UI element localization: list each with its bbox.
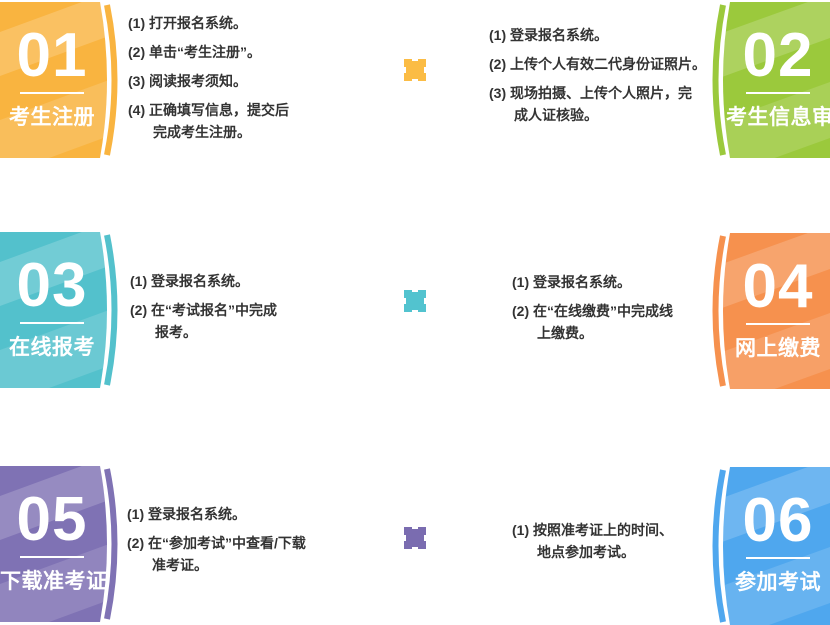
step-list-04: (1) 登录报名系统。 (2) 在“在线缴费”中完成线 上缴费。 bbox=[512, 271, 673, 351]
step-underline bbox=[20, 322, 84, 324]
step-block-02: 02 考生信息审核 bbox=[697, 2, 830, 158]
connector-square-icon bbox=[404, 290, 426, 312]
step-list-05: (1) 登录报名系统。 (2) 在“参加考试”中查看/下载 准考证。 bbox=[127, 503, 306, 583]
step-item: (2) 在“参加考试”中查看/下载 准考证。 bbox=[127, 535, 306, 573]
step-underline bbox=[20, 556, 84, 558]
step-list-06: (1) 按照准考证上的时间、 地点参加考试。 bbox=[512, 519, 673, 570]
step-block-06: 06 参加考试 bbox=[697, 467, 830, 625]
step-label: 下载准考证 bbox=[0, 570, 108, 593]
step-item: (1) 登录报名系统。 bbox=[512, 274, 631, 290]
step-item: (1) 登录报名系统。 bbox=[127, 506, 246, 522]
step-block-04: 04 网上缴费 bbox=[697, 233, 830, 389]
step-number: 02 bbox=[742, 21, 814, 90]
step-list-01: (1) 打开报名系统。 (2) 单击“考生注册”。 (3) 阅读报考须知。 (4… bbox=[128, 12, 289, 150]
step-number: 05 bbox=[16, 485, 88, 554]
connector-square-icon bbox=[404, 527, 426, 549]
step-label: 考生注册 bbox=[9, 106, 95, 129]
step-label: 在线报考 bbox=[9, 336, 95, 359]
step-number: 06 bbox=[742, 486, 814, 555]
step-item: (2) 在“在线缴费”中完成线 上缴费。 bbox=[512, 303, 673, 341]
step-block-05: 05 下载准考证 bbox=[0, 466, 120, 622]
step-block-shape bbox=[712, 233, 830, 389]
step-underline bbox=[746, 92, 810, 94]
step-block-shape bbox=[0, 466, 118, 622]
step-item: (1) 登录报名系统。 bbox=[489, 27, 608, 43]
step-block-shape bbox=[0, 232, 118, 388]
step-item: (3) 现场拍摄、上传个人照片，完 成人证核验。 bbox=[489, 85, 692, 123]
step-item: (1) 登录报名系统。 bbox=[130, 273, 249, 289]
step-label: 考生信息审核 bbox=[726, 106, 830, 129]
step-block-03: 03 在线报考 bbox=[0, 232, 120, 388]
step-underline bbox=[746, 323, 810, 325]
step-item: (1) 按照准考证上的时间、 地点参加考试。 bbox=[512, 522, 673, 560]
step-item: (3) 阅读报考须知。 bbox=[128, 73, 247, 89]
step-number: 04 bbox=[742, 252, 814, 321]
step-list-03: (1) 登录报名系统。 (2) 在“考试报名”中完成 报考。 bbox=[130, 270, 277, 350]
step-underline bbox=[746, 557, 810, 559]
step-item: (2) 单击“考生注册”。 bbox=[128, 44, 261, 60]
step-block-shape bbox=[0, 2, 118, 158]
step-list-02: (1) 登录报名系统。 (2) 上传个人有效二代身份证照片。 (3) 现场拍摄、… bbox=[489, 24, 706, 133]
step-item: (2) 上传个人有效二代身份证照片。 bbox=[489, 56, 706, 72]
step-block-01: 01 考生注册 bbox=[0, 2, 120, 158]
step-block-shape bbox=[712, 2, 830, 158]
step-item: (2) 在“考试报名”中完成 报考。 bbox=[130, 302, 277, 340]
step-number: 03 bbox=[16, 251, 88, 320]
step-item: (1) 打开报名系统。 bbox=[128, 15, 247, 31]
step-label: 网上缴费 bbox=[735, 337, 821, 360]
step-underline bbox=[20, 92, 84, 94]
step-item: (4) 正确填写信息，提交后 完成考生注册。 bbox=[128, 102, 289, 140]
step-block-shape bbox=[712, 467, 830, 625]
connector-square-icon bbox=[404, 59, 426, 81]
step-label: 参加考试 bbox=[735, 571, 821, 594]
step-number: 01 bbox=[16, 21, 88, 90]
